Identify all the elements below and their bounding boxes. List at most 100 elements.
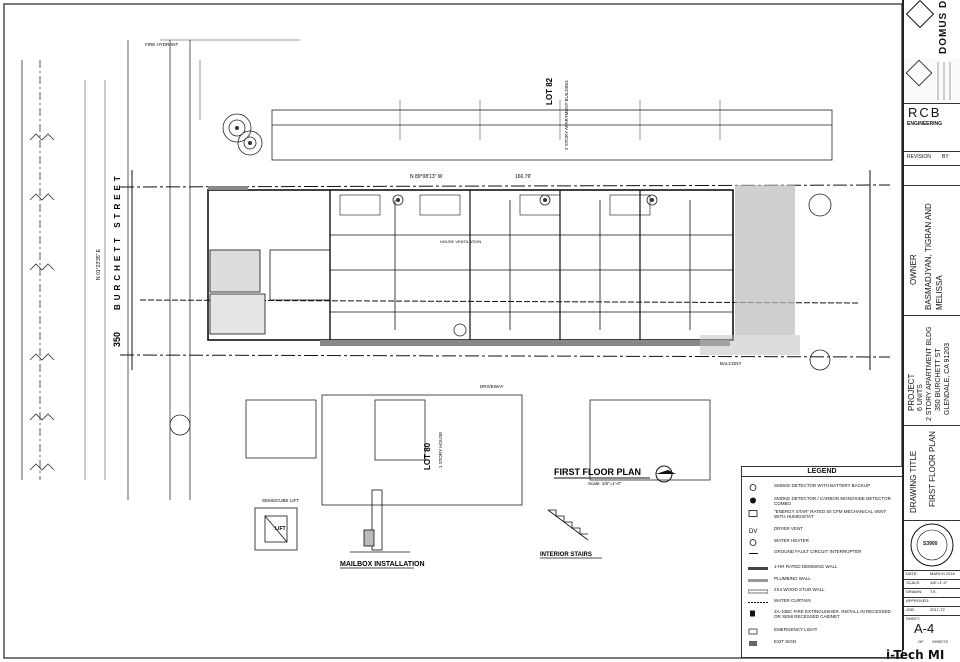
firm-logo-icon (905, 0, 935, 29)
fire-extinguisher-icon (750, 610, 755, 617)
firm-emblem-icon (905, 59, 951, 100)
engineer-cell: RCB ENGINEERING (904, 103, 960, 152)
approved-row: APPROVED: (904, 597, 960, 607)
scale-label: SCALE: (906, 580, 921, 585)
site-floor-plan: 350 BURCHETT STREET N 89°08'13" W 160.79… (3, 3, 902, 659)
legend-panel: LEGEND SMOKE DETECTOR WITH BATTERY BACKU… (741, 466, 903, 658)
engineer-name: RCB (908, 105, 942, 120)
project-line-2: 2 STORY APARTMENT BLDG (926, 326, 933, 421)
svg-text:DV: DV (749, 529, 757, 534)
legend-item: WATER HEATER (742, 537, 902, 549)
drawing-title-cell: DRAWING TITLE FIRST FLOOR PLAN (904, 425, 960, 521)
revision-header: REVISION BY (904, 151, 960, 166)
lift-detail-title: SEMISCUBE LIFT (262, 498, 299, 503)
co-detector-icon (750, 497, 756, 504)
engineer-stamp-icon (910, 523, 954, 567)
dimension-top: 160.79' (515, 174, 531, 180)
legend-item-text: SMOKE DETECTOR WITH BATTERY BACKUP (774, 483, 871, 488)
lot-80-label: LOT 80 (423, 442, 432, 470)
revision-rows (904, 165, 960, 186)
fire-hydrant-label: FIRE HYDRANT (145, 42, 179, 47)
date-label: DATE: (906, 571, 918, 576)
title-block: DOMUS DESIGN RCB ENGINEERING REVISION BY… (902, 0, 960, 650)
engineer-subtitle: ENGINEERING (907, 121, 943, 127)
owner-cell: OWNER BASMADJYAN, TIGRAN AND MELISSA (904, 185, 960, 316)
legend-item-text: EXIT SIGN (774, 639, 797, 644)
legend-item: EMERGENCY LIGHT (742, 626, 902, 638)
legend-item-text: PLUMBING WALL (774, 576, 811, 581)
legend-item-text: DRYER VENT (774, 526, 803, 531)
job-value: 2017-72 (930, 607, 945, 612)
exit-sign-icon (749, 641, 757, 646)
legend-item: PLUMBING WALL (742, 575, 902, 587)
legend-item: 1-HR RATED DEMISING WALL (742, 563, 902, 575)
north-arrow-icon (655, 465, 676, 483)
legend-item: 2A-10BC FIRE EXTINGUISHER. INSTALL IN RE… (742, 608, 902, 624)
date-value: MARCH 2018 (930, 571, 955, 576)
legend-item-text: 2X4 WOOD STUD WALL (774, 587, 825, 592)
project-line-4: GLENDALE, CA 91203 (944, 343, 951, 415)
bearing-left: N 01°23'35" E (96, 248, 102, 280)
project-cell: PROJECT 6 UNITS 2 STORY APARTMENT BLDG 3… (904, 315, 960, 426)
balcony-label: BALCONY (720, 361, 742, 366)
stairs-title: INTERIOR STAIRS (540, 552, 592, 558)
lift-label: LIFT (275, 526, 286, 532)
watermark-text: i-Tech MI (886, 648, 945, 662)
lot-82-label: LOT 82 (545, 77, 554, 105)
drawn-value: T.K. (930, 589, 937, 594)
stud-wall-icon (748, 589, 768, 594)
legend-item: "ENERGY STAR" RATED 50 CFM MECHANICAL VE… (742, 508, 902, 524)
legend-item: DV DRYER VENT (742, 525, 902, 537)
smoke-detector-icon (749, 484, 757, 491)
legend-item-text: WATER CURTAIN (774, 598, 811, 603)
sheets-label: SHEETS (932, 639, 949, 644)
legend-item-text: WATER HEATER (774, 538, 809, 543)
legend-item: WATER CURTAIN (742, 597, 902, 609)
plumbing-wall-icon (748, 579, 768, 582)
drawing-title-value: FIRST FLOOR PLAN (928, 431, 937, 507)
legend-item-text: 2A-10BC FIRE EXTINGUISHER. INSTALL IN RE… (774, 609, 891, 619)
legend-item: GROUND FAULT CIRCUIT INTERRUPTER (742, 548, 902, 560)
legend-item-text: SMOKE DETECTOR / CARBON MONOXIDE DETECTO… (774, 496, 891, 506)
mailbox-title: MAILBOX INSTALLATION (340, 561, 425, 568)
scale-row: SCALE: 1/8"=1'-0" (904, 579, 960, 589)
legend-title: LEGEND (742, 467, 902, 477)
owner-value: BASMADJYAN, TIGRAN AND MELISSA (924, 203, 944, 310)
firm-name: DOMUS DESIGN (938, 0, 949, 54)
date-row: DATE: MARCH 2018 (904, 570, 960, 580)
plan-title: FIRST FLOOR PLAN (554, 467, 641, 477)
drawn-label: DRAWN: (906, 589, 923, 594)
legend-item-text: GROUND FAULT CIRCUIT INTERRUPTER (774, 549, 862, 554)
sheet-cell: SHEET: A-4 OF SHEETS (904, 615, 960, 650)
owner-label: OWNER (909, 254, 918, 285)
plan-scale: Scale: 1/8"=1'-0" (588, 481, 622, 486)
legend-item-text: "ENERGY STAR" RATED 50 CFM MECHANICAL VE… (774, 509, 887, 519)
lot-80-description: 1 STORY HOUSE (438, 432, 443, 468)
legend-item-text: EMERGENCY LIGHT (774, 627, 818, 632)
approved-label: APPROVED: (906, 598, 930, 603)
exhaust-fan-icon (748, 510, 758, 517)
sheet-label: SHEET: (906, 616, 921, 621)
lift-detail (254, 507, 298, 551)
water-heater-icon (749, 539, 757, 546)
project-line-1: 6 UNITS (917, 384, 924, 411)
gfci-icon (749, 553, 758, 554)
revision-label: REVISION (907, 154, 931, 160)
legend-item: 2X4 WOOD STUD WALL (742, 586, 902, 598)
project-line-3: 350 BURCHETT ST (935, 348, 942, 412)
project-label: PROJECT (907, 373, 916, 411)
scale-value: 1/8"=1'-0" (930, 580, 948, 585)
sheet-number: A-4 (914, 621, 935, 636)
drawing-title-label: DRAWING TITLE (909, 450, 918, 513)
legend-item: EXIT SIGN (742, 638, 902, 650)
legend-item: SMOKE DETECTOR / CARBON MONOXIDE DETECTO… (742, 495, 902, 507)
lot-82-description: 2 STORY APARTMENT BUILDING (564, 80, 569, 150)
firm-address-cell (904, 58, 960, 104)
dryer-vent-icon: DV (749, 529, 757, 534)
job-row: JOB: 2017-72 (904, 606, 960, 616)
stamp-cell: S3900 (904, 520, 960, 571)
firm-logo-cell: DOMUS DESIGN (904, 0, 960, 59)
demising-wall-icon (748, 567, 768, 570)
mailbox-detail (350, 489, 410, 553)
